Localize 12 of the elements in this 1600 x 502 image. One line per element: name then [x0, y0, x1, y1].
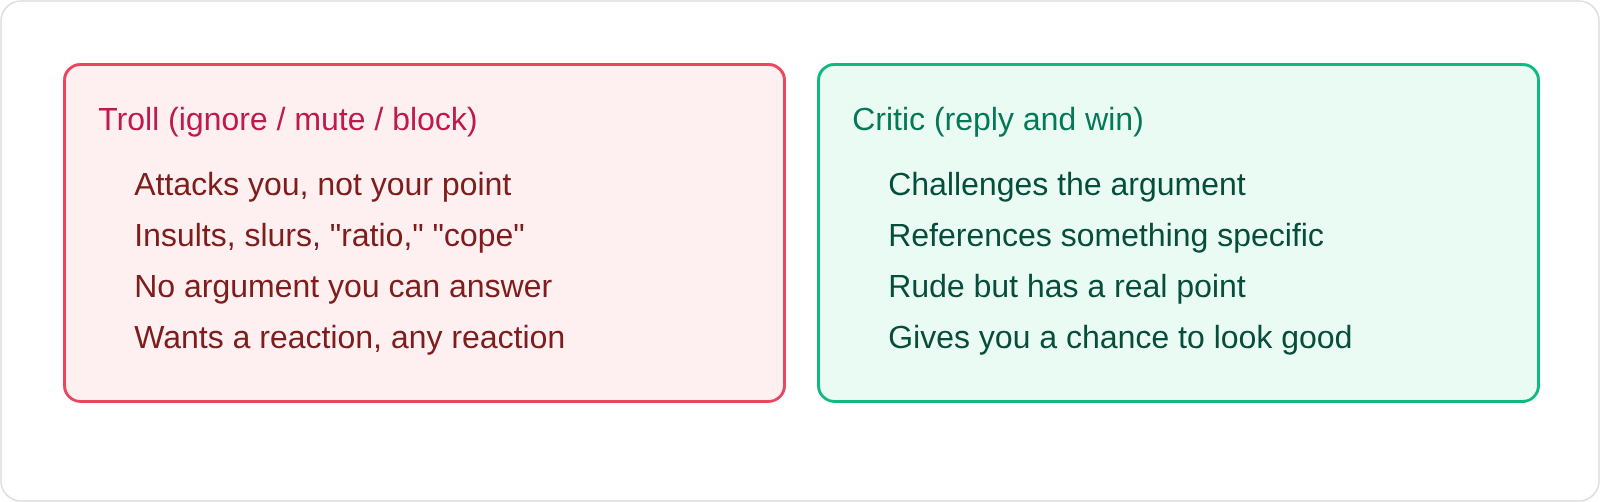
list-item: Wants a reaction, any reaction [134, 324, 564, 355]
list-item: Gives you a chance to look good [889, 324, 1351, 355]
list-item: Rude but has a real point [890, 273, 1246, 304]
list-item: References something specific [890, 222, 1324, 253]
panel-heading: Critic (reply and win) [853, 106, 1142, 137]
rounded-panel [63, 63, 786, 403]
list-item: No argument you can answer [136, 275, 552, 304]
list-item: Challenges the argument [889, 171, 1246, 202]
list-item: Insults, slurs, "ratio," "cope" [137, 222, 524, 253]
panel-heading: Troll (ignore / mute / block) [98, 106, 476, 137]
list-item: Attacks you, not your point [134, 171, 512, 202]
rounded-panel [817, 63, 1540, 403]
